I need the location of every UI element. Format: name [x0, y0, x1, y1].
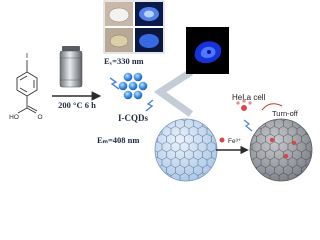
ion-label: Fe³⁺	[228, 138, 242, 145]
product-name: I-CQDs	[118, 113, 148, 123]
bound-ion-marker	[283, 153, 289, 159]
reaction-condition: 200 °C 6 h	[58, 100, 96, 110]
carbon-dot	[138, 81, 148, 91]
excitation-bolt-icon	[109, 77, 120, 90]
carbon-dot	[133, 72, 143, 82]
diagram-canvas: I HO O 200 °C 6 h Eₓ=330 nm I-CQD	[9, 0, 313, 182]
emission-label: Eₘ=408 nm	[97, 135, 140, 145]
photo-panel	[103, 0, 165, 54]
bound-ion-marker	[291, 140, 297, 146]
graphene-sheet-fluorescent	[154, 118, 218, 182]
hydroxyl-bond	[17, 107, 28, 114]
detection-label: Turn-off	[272, 109, 299, 118]
iodine-atom-label: I	[26, 53, 28, 60]
carbon-dot	[133, 90, 143, 100]
bound-ion-marker	[269, 137, 275, 143]
carbon-dot	[123, 90, 133, 100]
carbonyl-double-bond	[27, 105, 38, 112]
hydroxyl-label: HO	[9, 114, 19, 121]
graphene-sheet-quenched	[249, 118, 313, 182]
carbon-dot	[128, 81, 138, 91]
carbon-dot	[123, 72, 133, 82]
double-bond	[19, 87, 28, 93]
carbon-dots-cluster	[118, 72, 148, 100]
hela-cell-image	[186, 27, 229, 74]
graphical-abstract: I HO O 200 °C 6 h Eₓ=330 nm I-CQD	[9, 0, 313, 182]
cell-label: HeLa cell	[232, 93, 266, 102]
oxygen-label: O	[37, 114, 42, 121]
quench-bolt-icon	[243, 119, 253, 132]
fe-complex-icon	[236, 99, 252, 111]
autoclave-icon	[59, 46, 83, 88]
emission-bolt-icon	[145, 99, 154, 112]
turn-off-arrow	[261, 103, 283, 111]
branch-chevron	[153, 69, 194, 117]
carbonyl-bond	[26, 107, 37, 114]
excitation-label: Eₓ=330 nm	[104, 56, 144, 66]
iron-ion-marker	[219, 137, 225, 143]
reactant-structure	[16, 60, 38, 114]
carbon-dot	[118, 81, 128, 91]
double-bond	[19, 75, 28, 81]
